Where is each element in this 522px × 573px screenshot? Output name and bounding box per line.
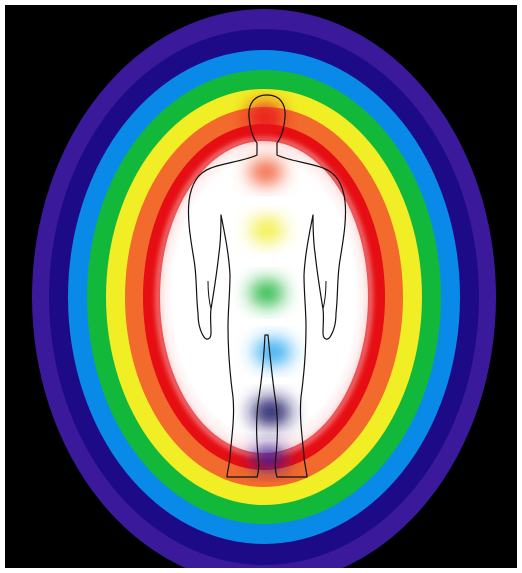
aura-illustration bbox=[5, 5, 517, 568]
sacral-point bbox=[254, 339, 292, 365]
solar-plexus-point bbox=[250, 218, 284, 242]
earth-point bbox=[251, 446, 287, 470]
aura-image-frame bbox=[5, 5, 517, 568]
heart-point bbox=[250, 280, 284, 306]
throat-point bbox=[249, 160, 283, 184]
crown-point bbox=[248, 103, 282, 133]
